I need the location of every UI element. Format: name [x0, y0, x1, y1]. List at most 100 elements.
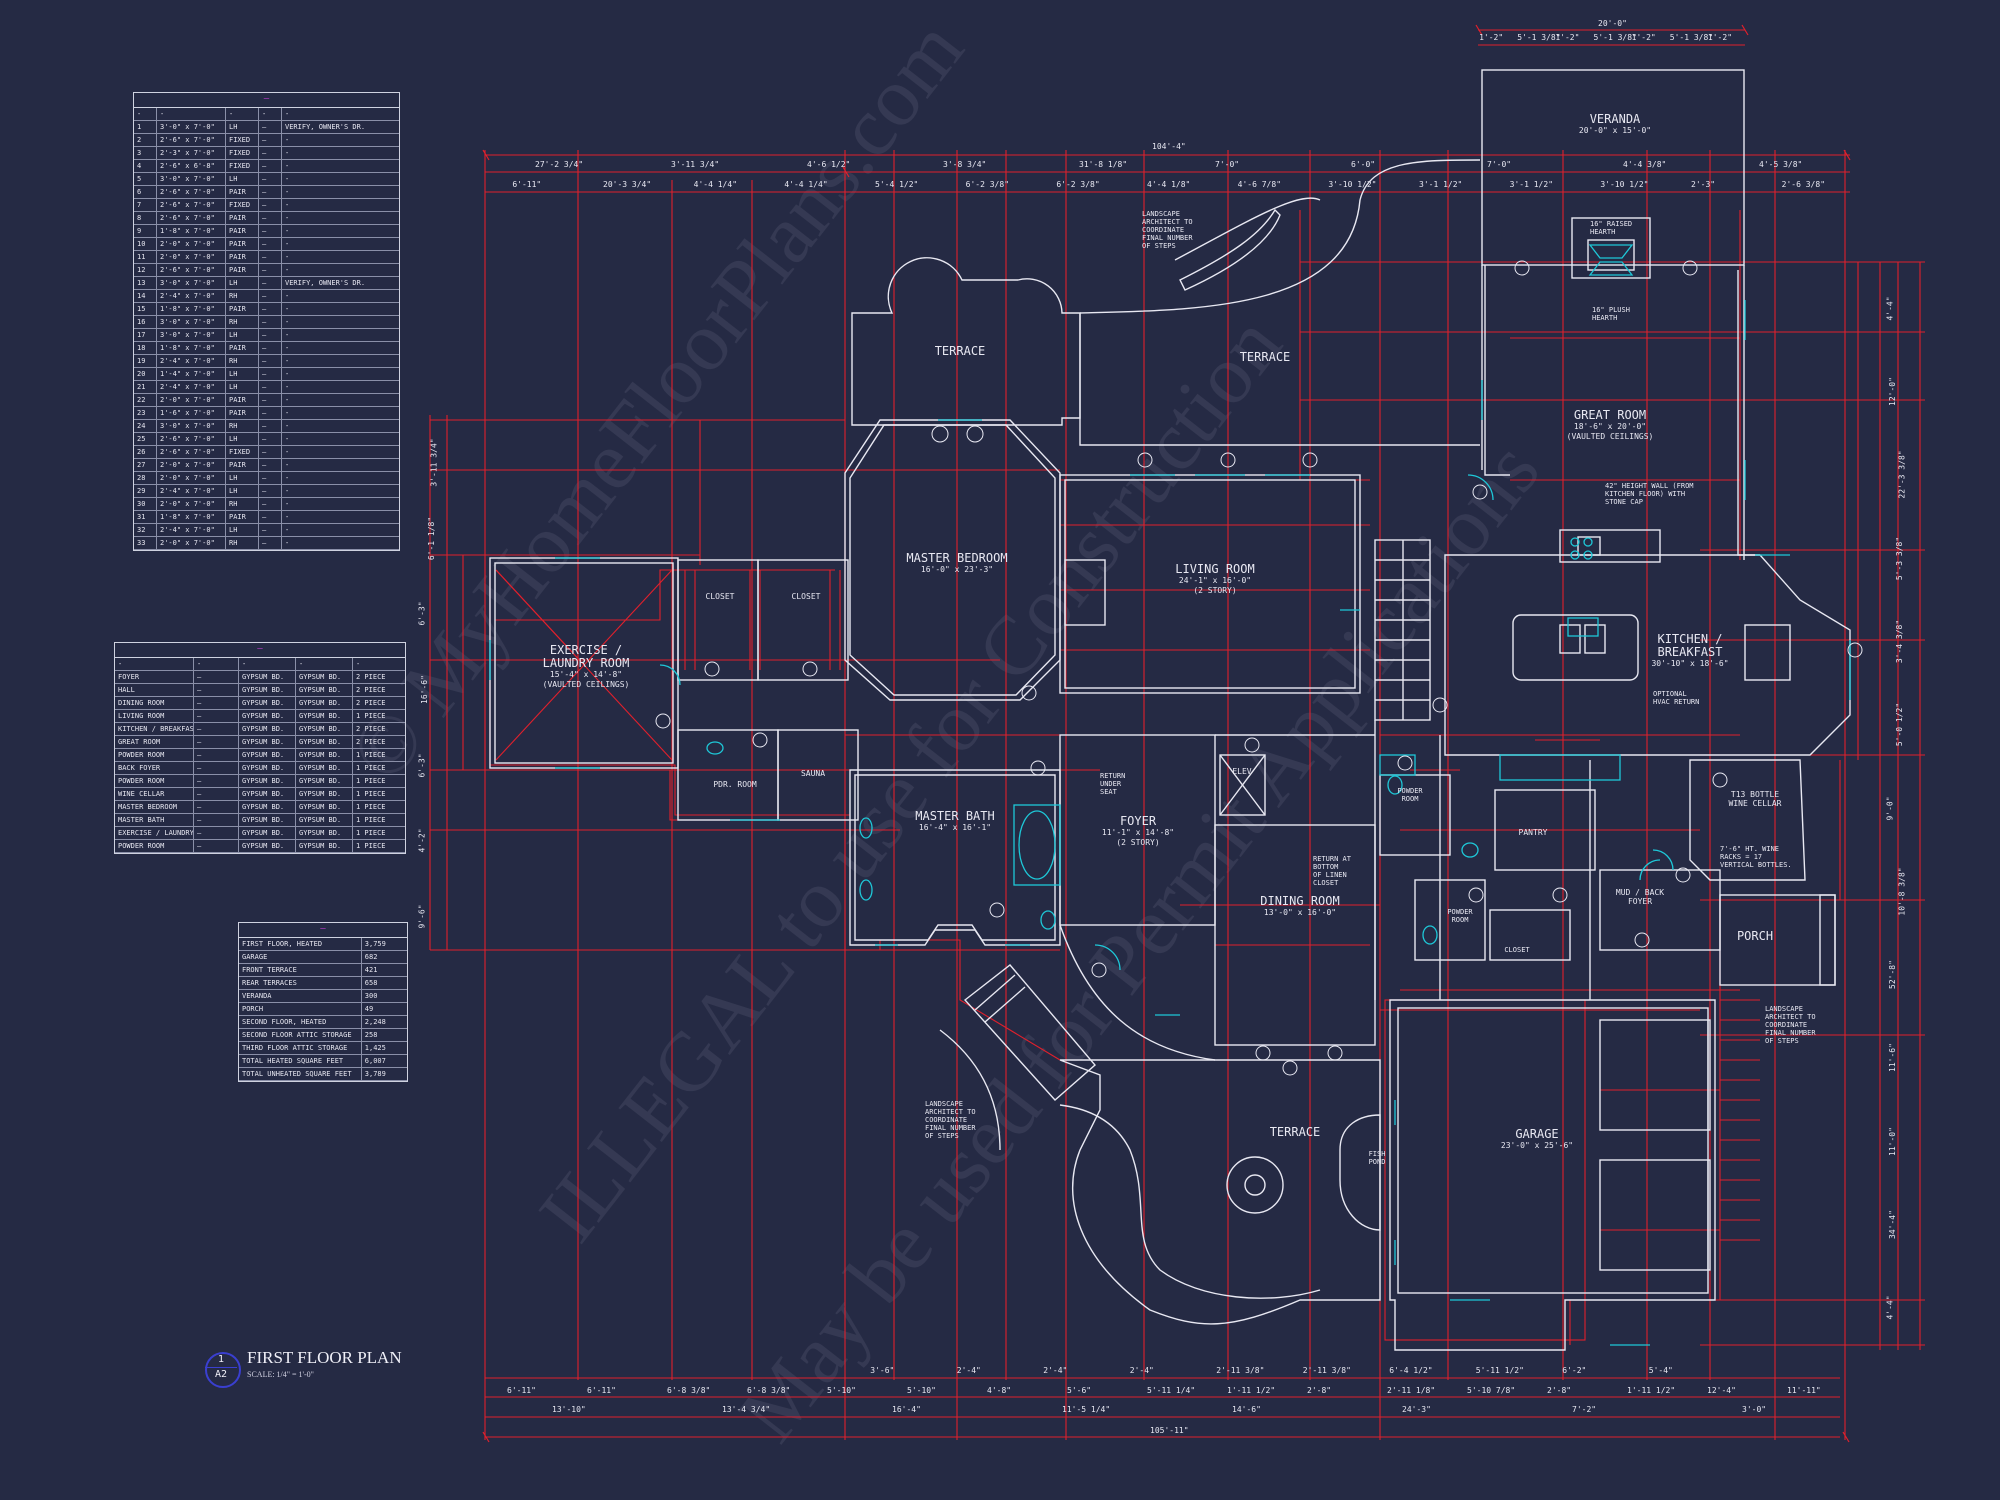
schedule-row: BACK FOYER—GYPSUM BD.GYPSUM BD.1 PIECE [115, 762, 405, 775]
schedule-cell: 10 [134, 238, 157, 250]
dimension-label: 2'-11 3/8" [1216, 1366, 1265, 1375]
schedule-cell: - [285, 201, 290, 209]
dimension-label: 2'-4" [1043, 1366, 1068, 1375]
dimension-label: 5'-1 3/8" [1593, 33, 1637, 42]
schedule-cell: 1 [134, 121, 157, 133]
schedule-cell: GYPSUM BD. [239, 814, 296, 826]
schedule-cell: WINE CELLAR [115, 788, 194, 800]
dimension-label: 1'-11 1/2" [1227, 1386, 1276, 1395]
schedule-cell: 24 [134, 420, 157, 432]
schedule-cell: PAIR [226, 511, 259, 523]
schedule-cell: LH [226, 381, 259, 393]
dimension-label: 5'-10" [827, 1386, 856, 1395]
schedule-cell: — [259, 238, 282, 250]
dimension-label: 6'-2" [1562, 1366, 1587, 1375]
schedule-cell: — [194, 801, 239, 813]
schedule-cell: - [259, 108, 282, 120]
schedule-cell: 23 [134, 407, 157, 419]
schedule-cell: RH [226, 316, 259, 328]
schedule-cell: — [259, 407, 282, 419]
dimension-label: 52'-8" [1887, 960, 1897, 990]
schedule-cell: POWDER ROOM [115, 775, 194, 787]
dimension-label: 2'-8" [1307, 1386, 1332, 1395]
schedule-cell: PAIR [226, 459, 259, 471]
dimension-label: 5'-1 3/8" [1669, 33, 1714, 42]
schedule-cell: 31 [134, 511, 157, 523]
schedule-cell: — [259, 498, 282, 510]
schedule-row: GREAT ROOM—GYPSUM BD.GYPSUM BD.2 PIECE [115, 736, 405, 749]
schedule-cell: 19 [134, 355, 157, 367]
dimension-label: 5'-1 3/8" [1517, 33, 1561, 42]
schedule-cell: — [259, 446, 282, 458]
schedule-cell: 1 PIECE [356, 764, 386, 772]
dimension-label: 11'-11" [1787, 1386, 1821, 1395]
schedule-cell: 4 [134, 160, 157, 172]
dimension-label: 5'-6" [1067, 1386, 1092, 1395]
schedule-cell: 6 [134, 186, 157, 198]
schedule-cell: - [285, 292, 290, 300]
schedule-cell: - [356, 660, 361, 668]
schedule-cell: RH [226, 355, 259, 367]
schedule-cell: GYPSUM BD. [239, 710, 296, 722]
schedule-cell: - [285, 500, 290, 508]
schedule-cell: 2'-4" x 7'-0" [157, 290, 226, 302]
schedule-cell: - [285, 188, 290, 196]
dimension-label: 6'-11" [587, 1386, 616, 1395]
dimension-label: 4'-4 3/8" [1623, 160, 1667, 169]
schedule-cell: - [285, 149, 290, 157]
dimension-label: 4'-8" [987, 1386, 1012, 1395]
note-landscape-1: LANDSCAPE ARCHITECT TO COORDINATE FINAL … [1142, 210, 1193, 250]
schedule-cell: KITCHEN / BREAKFAST [115, 723, 194, 735]
room-pdr-room: PDR. ROOM [713, 780, 757, 789]
schedule-cell: - [285, 344, 290, 352]
note-hall-height: 42" HEIGHT WALL (FROM KITCHEN FLOOR) WIT… [1605, 482, 1694, 506]
schedule-cell: GYPSUM BD. [296, 684, 353, 696]
dimension-label: 9'-6" [417, 904, 427, 929]
schedule-cell: LH [226, 433, 259, 445]
schedule-cell: GYPSUM BD. [239, 671, 296, 683]
dimension-label: 6'-2 3/8" [965, 180, 1010, 189]
schedule-cell: LH [226, 524, 259, 536]
dimension-label: 2'-4" [956, 1366, 981, 1375]
schedule-cell: GYPSUM BD. [239, 723, 296, 735]
schedule-cell: PAIR [226, 407, 259, 419]
dimension-label: 24'-3" [1402, 1405, 1431, 1414]
schedule-cell: — [259, 485, 282, 497]
dimension-label: 7'-0" [1215, 160, 1240, 169]
dimension-label: 5'-11 1/2" [1475, 1366, 1524, 1375]
schedule-cell: 17 [134, 329, 157, 341]
schedule-cell: 29 [134, 485, 157, 497]
dimension-label: 5'-10 7/8" [1467, 1386, 1516, 1395]
schedule-cell: THIRD FLOOR ATTIC STORAGE [239, 1042, 362, 1054]
schedule-cell: PAIR [226, 186, 259, 198]
room-closet-1: CLOSET [705, 592, 735, 601]
schedule-cell: — [259, 290, 282, 302]
schedule-cell: 1 PIECE [356, 842, 386, 850]
schedule-cell: 1 PIECE [356, 777, 386, 785]
schedule-cell: GYPSUM BD. [296, 814, 353, 826]
schedule-cell: GYPSUM BD. [296, 788, 353, 800]
title-marker-circle [205, 1352, 241, 1388]
dimension-label: 12'-4" [1707, 1386, 1736, 1395]
dimension-label: 7'-2" [1572, 1405, 1597, 1414]
schedule-cell: - [285, 422, 290, 430]
dimension-label: 31'-8 1/8" [1079, 160, 1128, 169]
dimension-label: 3'-1 1/2" [1419, 180, 1463, 189]
room-terrace-rear: TERRACE [1239, 350, 1291, 364]
schedule-cell: — [259, 160, 282, 172]
schedule-cell: — [259, 199, 282, 211]
dimension-label: 1'-11 1/2" [1627, 1386, 1676, 1395]
schedule-cell: PAIR [226, 251, 259, 263]
schedule-cell: 27 [134, 459, 157, 471]
note-raised-hearth: 16" RAISED HEARTH [1590, 220, 1633, 236]
